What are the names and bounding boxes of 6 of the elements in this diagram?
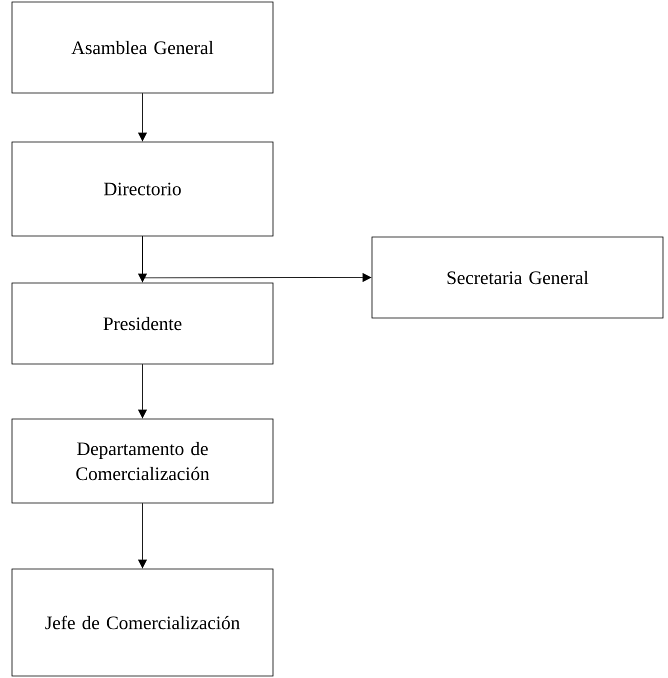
org-box: Presidente (12, 282, 274, 364)
org-box: Jefe de Comercialización (12, 568, 274, 676)
org-box: Secretaria General (372, 236, 664, 318)
org-box: Departamento de Comercialización (12, 418, 274, 504)
org-box: Directorio (12, 142, 274, 236)
org-box: Asamblea General (12, 2, 274, 94)
